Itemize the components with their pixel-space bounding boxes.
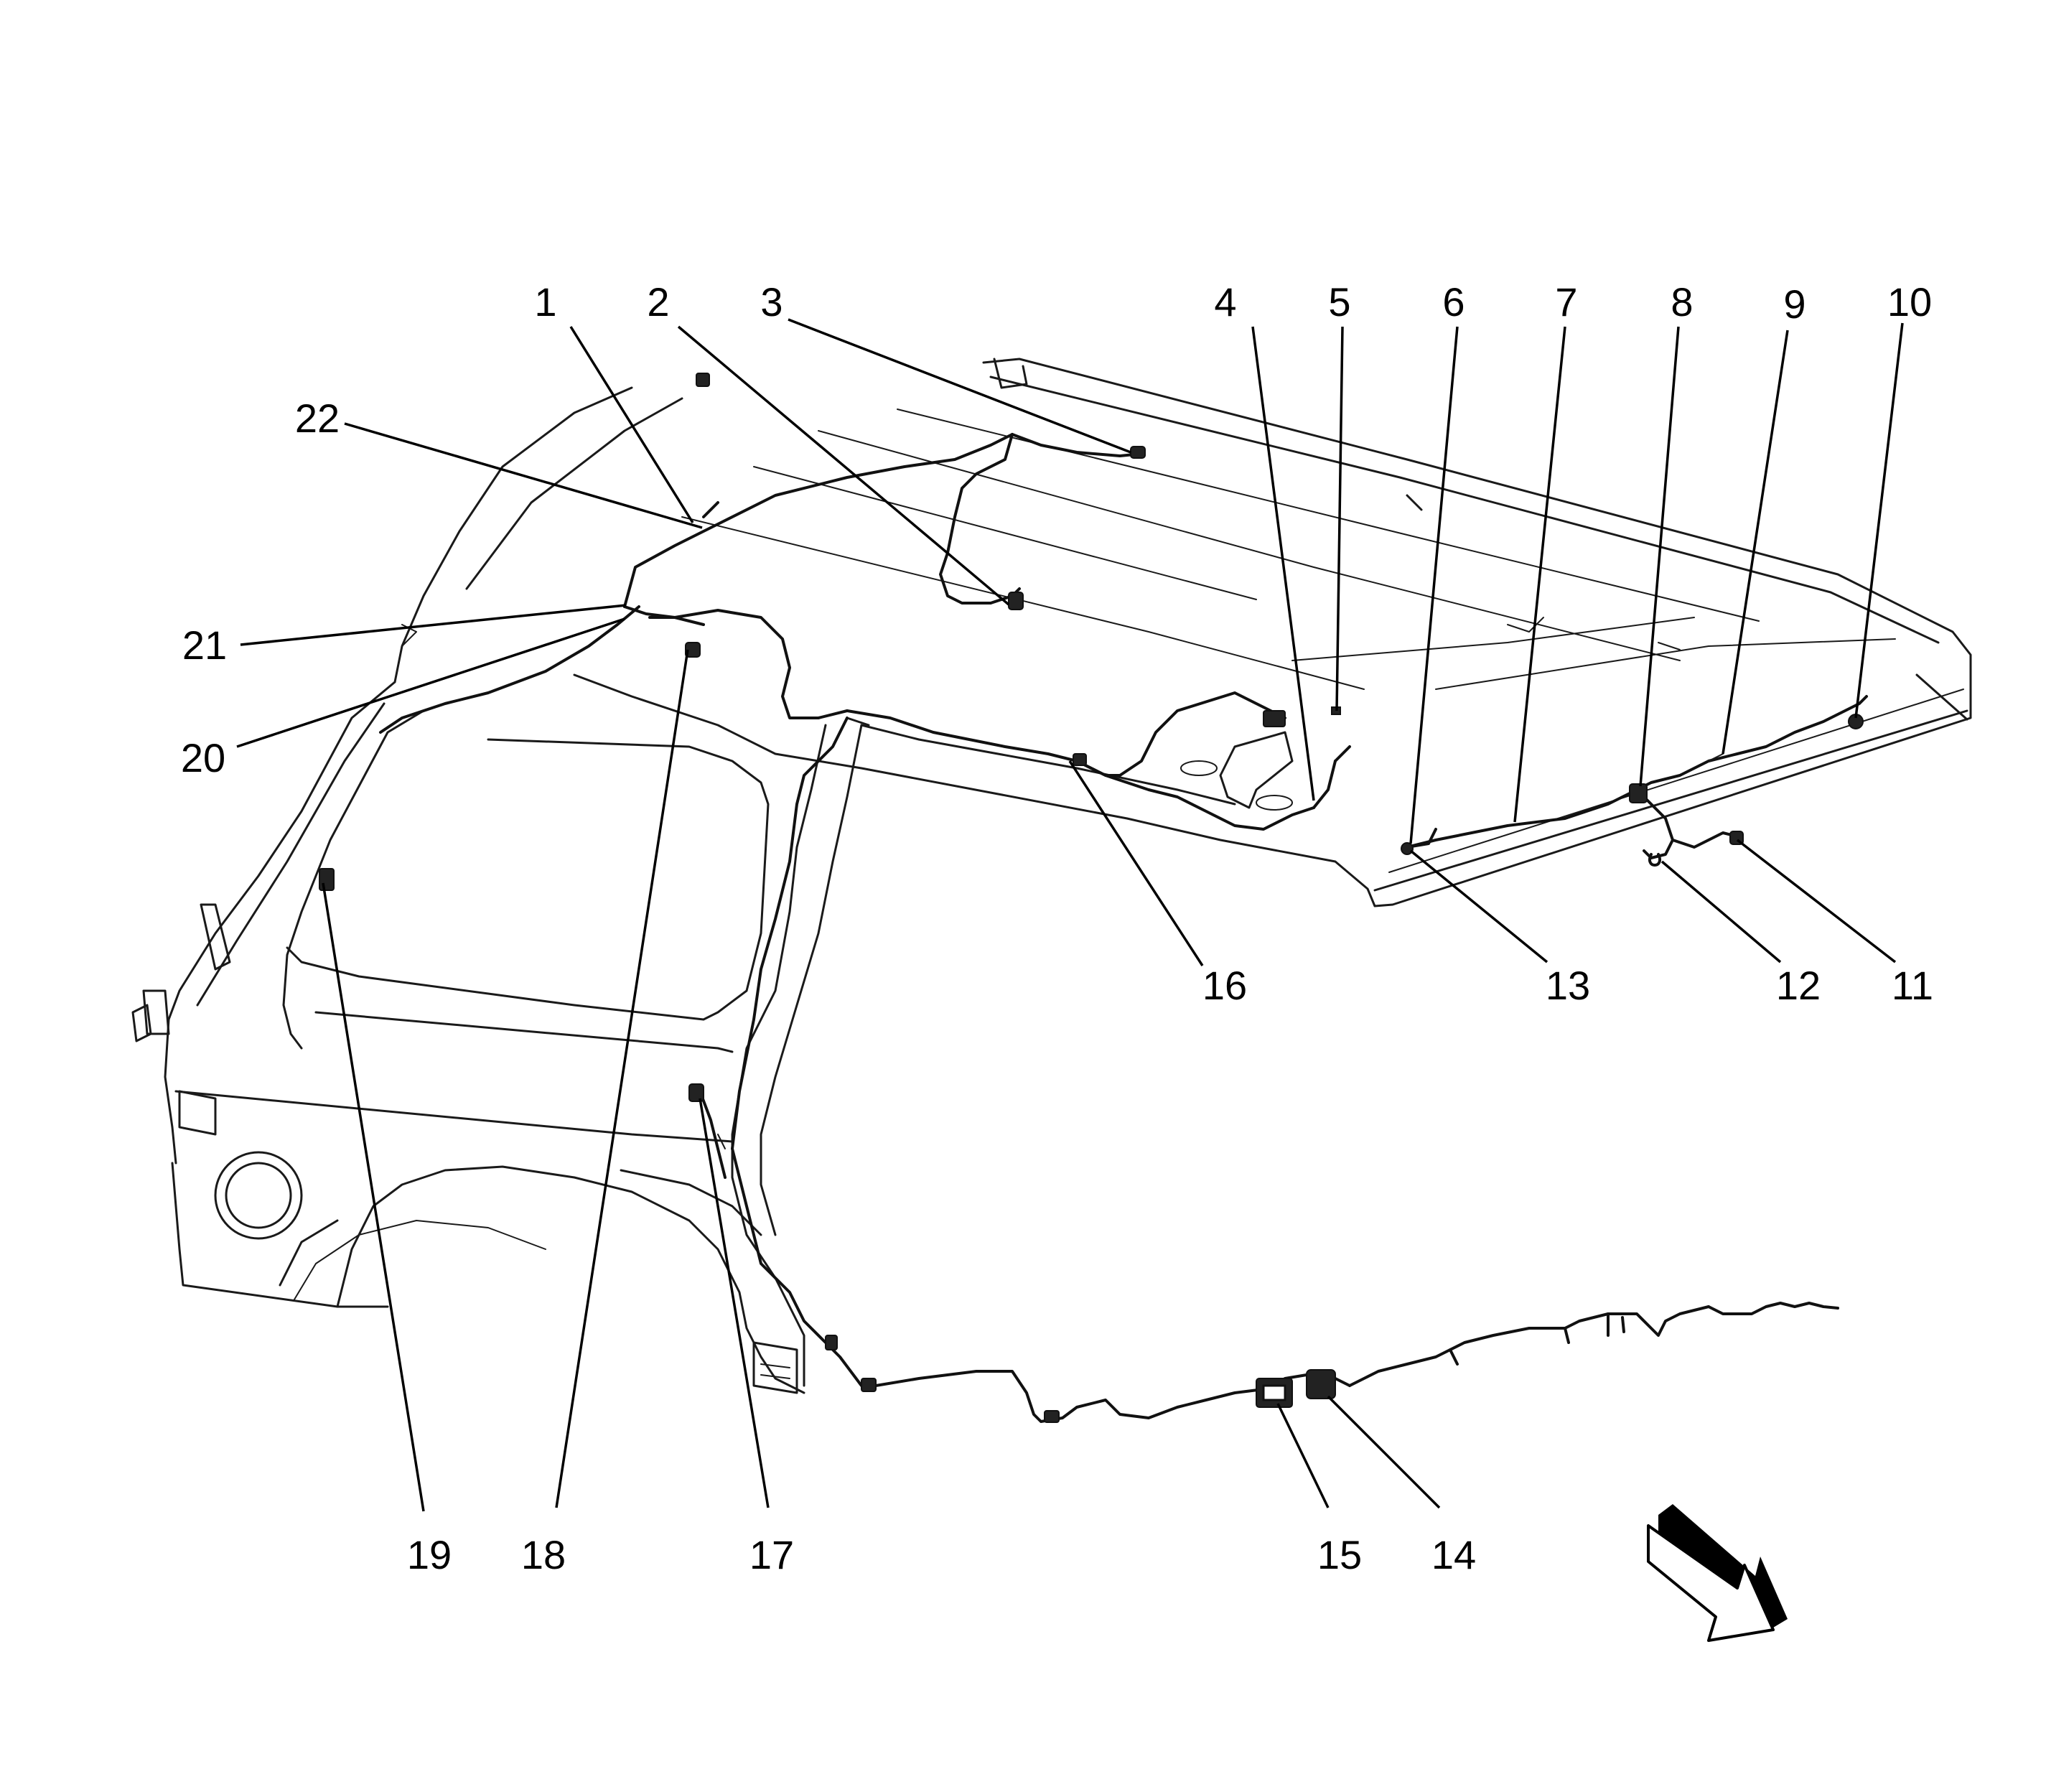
callout-15: 15 [1317, 1532, 1362, 1577]
roof-harness [319, 373, 1868, 891]
leader-5 [1335, 326, 1344, 711]
floor-harness [688, 717, 1839, 1423]
callout-13: 13 [1546, 963, 1590, 1008]
callout-8: 8 [1671, 279, 1693, 325]
leader-9 [1722, 330, 1789, 755]
leader-11 [1736, 839, 1897, 963]
callout-18: 18 [521, 1532, 566, 1577]
callout-16: 16 [1202, 963, 1247, 1008]
callout-11: 11 [1892, 963, 1933, 1008]
callout-6: 6 [1442, 279, 1465, 325]
leader-21 [240, 604, 627, 646]
leader-lines [236, 318, 1904, 1512]
callout-4: 4 [1214, 279, 1236, 325]
callout-labels: 1 2 3 4 5 6 7 8 9 10 11 12 13 14 15 16 1… [181, 279, 1933, 1577]
callout-1: 1 [534, 279, 556, 325]
leader-4 [1251, 326, 1315, 801]
leader-8 [1639, 326, 1680, 787]
callout-17: 17 [749, 1532, 794, 1577]
callout-12: 12 [1776, 963, 1821, 1008]
callout-14: 14 [1431, 1532, 1476, 1577]
leader-1 [569, 326, 694, 523]
callout-10: 10 [1887, 279, 1932, 325]
body-side-panel [131, 386, 1236, 1394]
leader-3 [788, 318, 1131, 454]
leader-12 [1660, 860, 1782, 963]
leader-16 [1068, 760, 1204, 966]
leader-6 [1409, 326, 1459, 844]
leader-18 [555, 649, 689, 1508]
leader-7 [1513, 326, 1566, 823]
leader-19 [322, 882, 425, 1512]
callout-9: 9 [1783, 281, 1806, 327]
leader-2 [677, 325, 1010, 606]
callout-20: 20 [181, 735, 225, 780]
leader-22 [344, 422, 703, 529]
leader-15 [1276, 1403, 1330, 1508]
leader-20 [236, 617, 625, 748]
callout-7: 7 [1555, 279, 1577, 325]
leader-14 [1327, 1395, 1441, 1509]
leader-17 [699, 1098, 770, 1508]
callout-19: 19 [407, 1532, 452, 1577]
callout-2: 2 [647, 279, 669, 325]
callout-22: 22 [295, 396, 340, 441]
leader-10 [1854, 322, 1904, 719]
callout-5: 5 [1328, 279, 1350, 325]
front-direction-arrow-icon [1647, 1504, 1788, 1642]
leader-13 [1409, 849, 1548, 963]
callout-3: 3 [760, 279, 783, 325]
callout-21: 21 [182, 622, 227, 668]
